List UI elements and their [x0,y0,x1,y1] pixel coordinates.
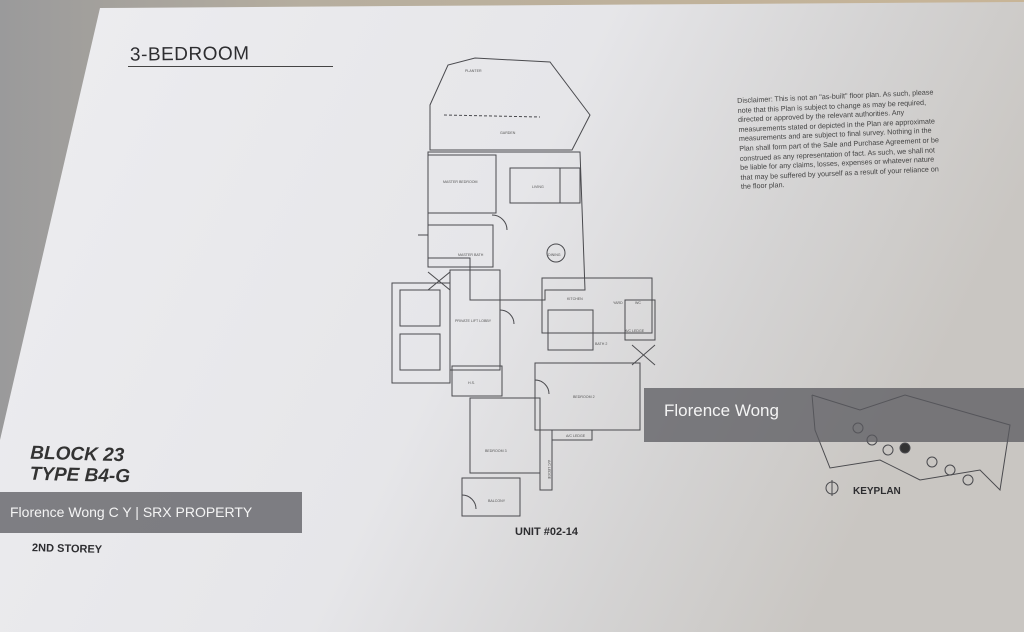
room-master-bath: MASTER BATH [458,253,484,257]
agent-watermark-text: Florence Wong [664,401,779,420]
room-ac-ledge-bedroom2: A/C LEDGE [566,434,586,438]
room-bath2: BATH 2 [595,342,607,346]
room-lift-lobby: PRIVATE LIFT LOBBY [455,319,492,323]
room-bedroom3: BEDROOM 3 [485,449,507,453]
block-label: BLOCK 23 [30,442,125,467]
agent-watermark: Florence Wong [644,388,1024,442]
room-hs: H.S. [468,381,475,385]
room-dining: DINING [548,253,561,257]
plan-title: 3-BEDROOM [129,43,250,66]
keyplan-label: KEYPLAN [853,486,901,497]
disclaimer-text: Disclaimer: This is not an "as-built" fl… [737,87,940,192]
room-living: LIVING [532,185,544,189]
room-bedroom2: BEDROOM 2 [573,395,595,399]
room-ac-ledge-bedroom3: A/C LEDGE [547,460,551,480]
room-wc: WC [635,301,641,305]
storey-label: 2ND STOREY [31,542,103,556]
floor-plan [391,57,656,517]
agency-watermark-text: Florence Wong C Y | SRX PROPERTY [10,504,253,520]
room-balcony: BALCONY [488,499,506,503]
block-type-label: BLOCK 23 TYPE B4-G [29,443,130,488]
room-kitchen: KITCHEN [567,297,583,301]
unit-label: UNIT #02-14 [515,526,578,538]
room-yard: YARD [613,301,623,305]
agency-watermark: Florence Wong C Y | SRX PROPERTY [0,492,302,533]
room-master-bedroom: MASTER BEDROOM [443,180,478,184]
room-garden: GARDEN [500,131,516,135]
room-planter: PLANTER [465,69,482,73]
type-label: TYPE B4-G [29,463,131,488]
room-ac-ledge-kitchen: A/C LEDGE [625,329,645,333]
title-scale-bar [128,66,333,67]
room-labels: PLANTER GARDEN MASTER BEDROOM LIVING MAS… [443,69,645,503]
